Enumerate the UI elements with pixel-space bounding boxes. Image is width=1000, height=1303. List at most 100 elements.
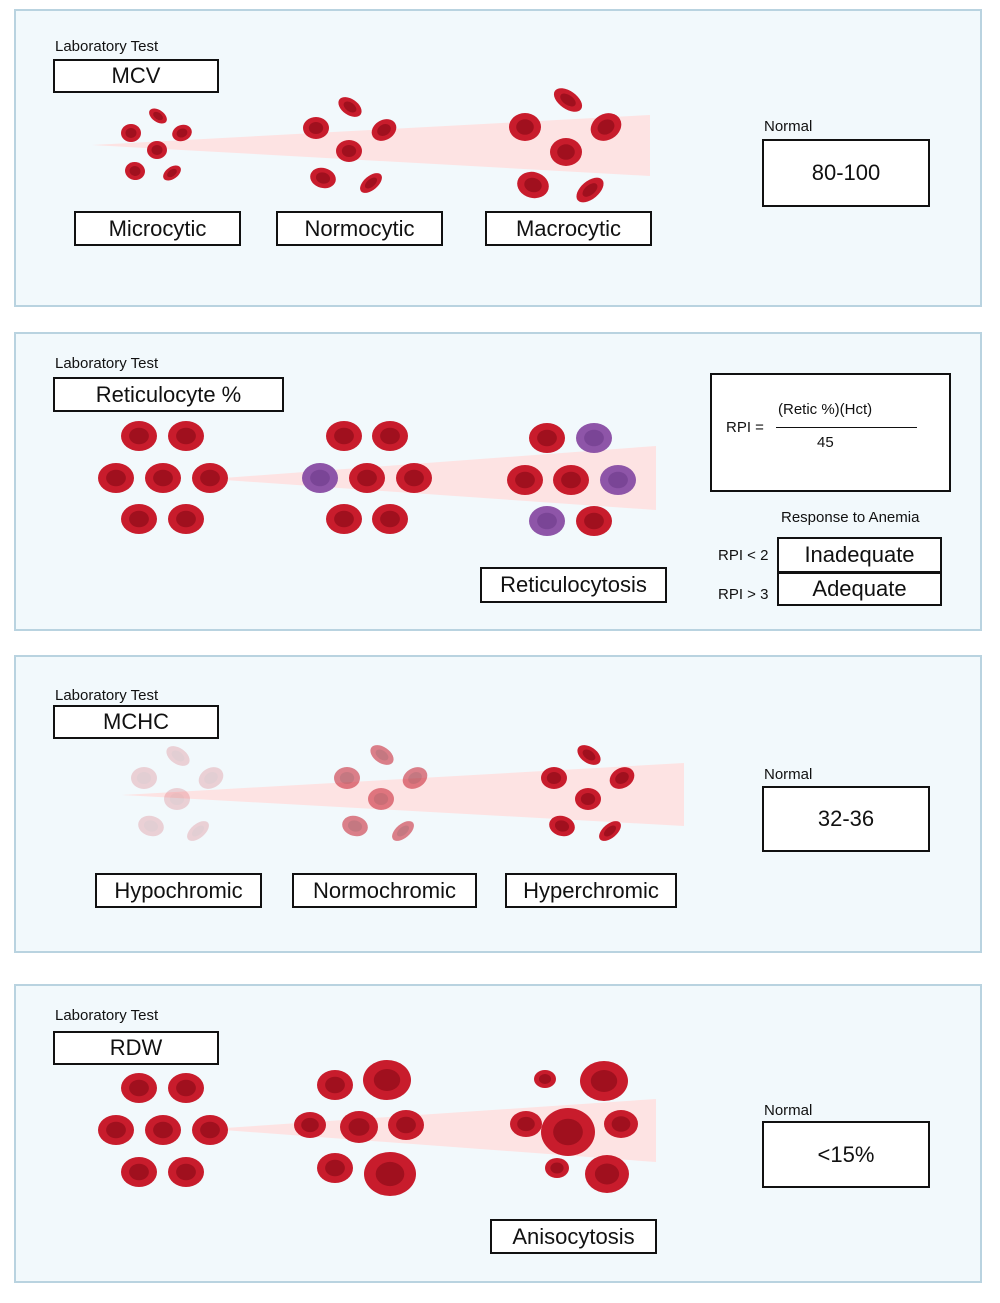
red-blood-cell — [168, 504, 204, 534]
response-condition-low: RPI < 2 — [718, 547, 769, 564]
red-blood-cell — [576, 506, 612, 536]
red-blood-cell — [121, 421, 157, 451]
red-blood-cell — [585, 1155, 629, 1193]
red-blood-cell — [604, 1110, 638, 1138]
cell-group-hypochromic — [131, 746, 224, 841]
cell-group-retic-normal — [98, 421, 228, 534]
reticulocyte-cell — [600, 465, 636, 495]
red-blood-cell — [336, 140, 362, 162]
rdw-normal-caption: Normal — [764, 1102, 813, 1119]
red-blood-cell — [98, 1115, 134, 1145]
macrocytic-label: Macrocytic — [485, 211, 652, 246]
red-blood-cell — [364, 1152, 416, 1196]
mchc-lab-test-caption: Laboratory Test — [55, 687, 159, 704]
red-blood-cell — [549, 815, 575, 837]
red-blood-cell — [164, 788, 190, 810]
red-blood-cell — [168, 1073, 204, 1103]
red-blood-cell — [553, 465, 589, 495]
red-blood-cell — [534, 1070, 556, 1088]
mchc-normal-caption: Normal — [764, 766, 813, 783]
red-blood-cell — [338, 97, 362, 117]
red-blood-cell — [392, 821, 414, 841]
red-blood-cell — [360, 173, 382, 193]
red-blood-cell — [575, 788, 601, 810]
reticulocytosis-label: Reticulocytosis — [480, 567, 667, 603]
rpi-numerator: (Retic %)(Hct) — [778, 401, 873, 418]
red-blood-cell — [131, 767, 157, 789]
rpi-lhs: RPI = — [726, 419, 764, 436]
rdw-gradient-wedge — [210, 1099, 656, 1162]
red-blood-cell — [145, 1115, 181, 1145]
red-blood-cell — [334, 767, 360, 789]
red-blood-cell — [187, 821, 209, 841]
microcytic-label: Microcytic — [74, 211, 241, 246]
red-blood-cell — [98, 463, 134, 493]
red-blood-cell — [396, 463, 432, 493]
red-blood-cell — [172, 124, 192, 142]
red-blood-cell — [372, 421, 408, 451]
red-blood-cell — [599, 821, 621, 841]
mchc-test-box: MCHC — [53, 705, 219, 739]
red-blood-cell — [121, 124, 141, 142]
red-blood-cell — [121, 1073, 157, 1103]
hyperchromic-label: Hyperchromic — [505, 873, 677, 908]
red-blood-cell — [317, 1070, 353, 1100]
red-blood-cell — [541, 1108, 595, 1156]
red-blood-cell — [580, 1061, 628, 1101]
red-blood-cell — [590, 113, 622, 141]
red-blood-cell — [402, 767, 428, 789]
cell-group-macrocytic — [509, 88, 622, 203]
normocytic-label: Normocytic — [276, 211, 443, 246]
hypochromic-label: Hypochromic — [95, 873, 262, 908]
rpi-fraction-line — [776, 427, 917, 428]
response-condition-high: RPI > 3 — [718, 586, 769, 603]
red-blood-cell — [149, 108, 167, 124]
mcv-test-box: MCV — [53, 59, 219, 93]
cell-group-normochromic — [334, 745, 428, 841]
retic-lab-test-caption: Laboratory Test — [55, 355, 159, 372]
mcv-normal-value-box: 80-100 — [762, 139, 930, 207]
red-blood-cell — [294, 1112, 326, 1138]
rpi-denominator: 45 — [817, 434, 834, 451]
rpi-formula-box: RPI = (Retic %)(Hct) 45 — [710, 373, 951, 492]
red-blood-cell — [371, 119, 397, 141]
cell-group-retic-mild — [302, 421, 432, 534]
red-blood-cell — [121, 1157, 157, 1187]
red-blood-cell — [310, 167, 336, 189]
red-blood-cell — [609, 767, 635, 789]
retic-test-box: Reticulocyte % — [53, 377, 284, 412]
red-blood-cell — [577, 745, 601, 765]
rdw-normal-value-box: <15% — [762, 1121, 930, 1188]
red-blood-cell — [388, 1110, 424, 1140]
response-inadequate-box: Inadequate — [777, 537, 942, 573]
reticulocyte-cell — [529, 506, 565, 536]
red-blood-cell — [192, 1115, 228, 1145]
red-blood-cell — [576, 177, 604, 203]
red-blood-cell — [138, 815, 164, 837]
red-blood-cell — [147, 141, 167, 159]
retic-gradient-wedge — [210, 446, 656, 510]
cell-group-microcytic — [121, 108, 192, 181]
red-blood-cell — [303, 117, 329, 139]
response-title: Response to Anemia — [781, 509, 920, 526]
anisocytosis-label: Anisocytosis — [490, 1219, 657, 1254]
red-blood-cell — [541, 767, 567, 789]
mcv-normal-caption: Normal — [764, 118, 813, 135]
cell-group-anisocytosis — [510, 1061, 638, 1193]
red-blood-cell — [507, 465, 543, 495]
red-blood-cell — [163, 165, 181, 181]
red-blood-cell — [168, 1157, 204, 1187]
red-blood-cell — [326, 421, 362, 451]
red-blood-cell — [192, 463, 228, 493]
red-blood-cell — [517, 171, 549, 199]
red-blood-cell — [370, 745, 394, 765]
red-blood-cell — [340, 1111, 378, 1143]
normochromic-label: Normochromic — [292, 873, 477, 908]
red-blood-cell — [125, 161, 145, 181]
reticulocyte-cell — [576, 423, 612, 453]
cell-group-normocytic — [303, 97, 397, 193]
red-blood-cell — [145, 463, 181, 493]
